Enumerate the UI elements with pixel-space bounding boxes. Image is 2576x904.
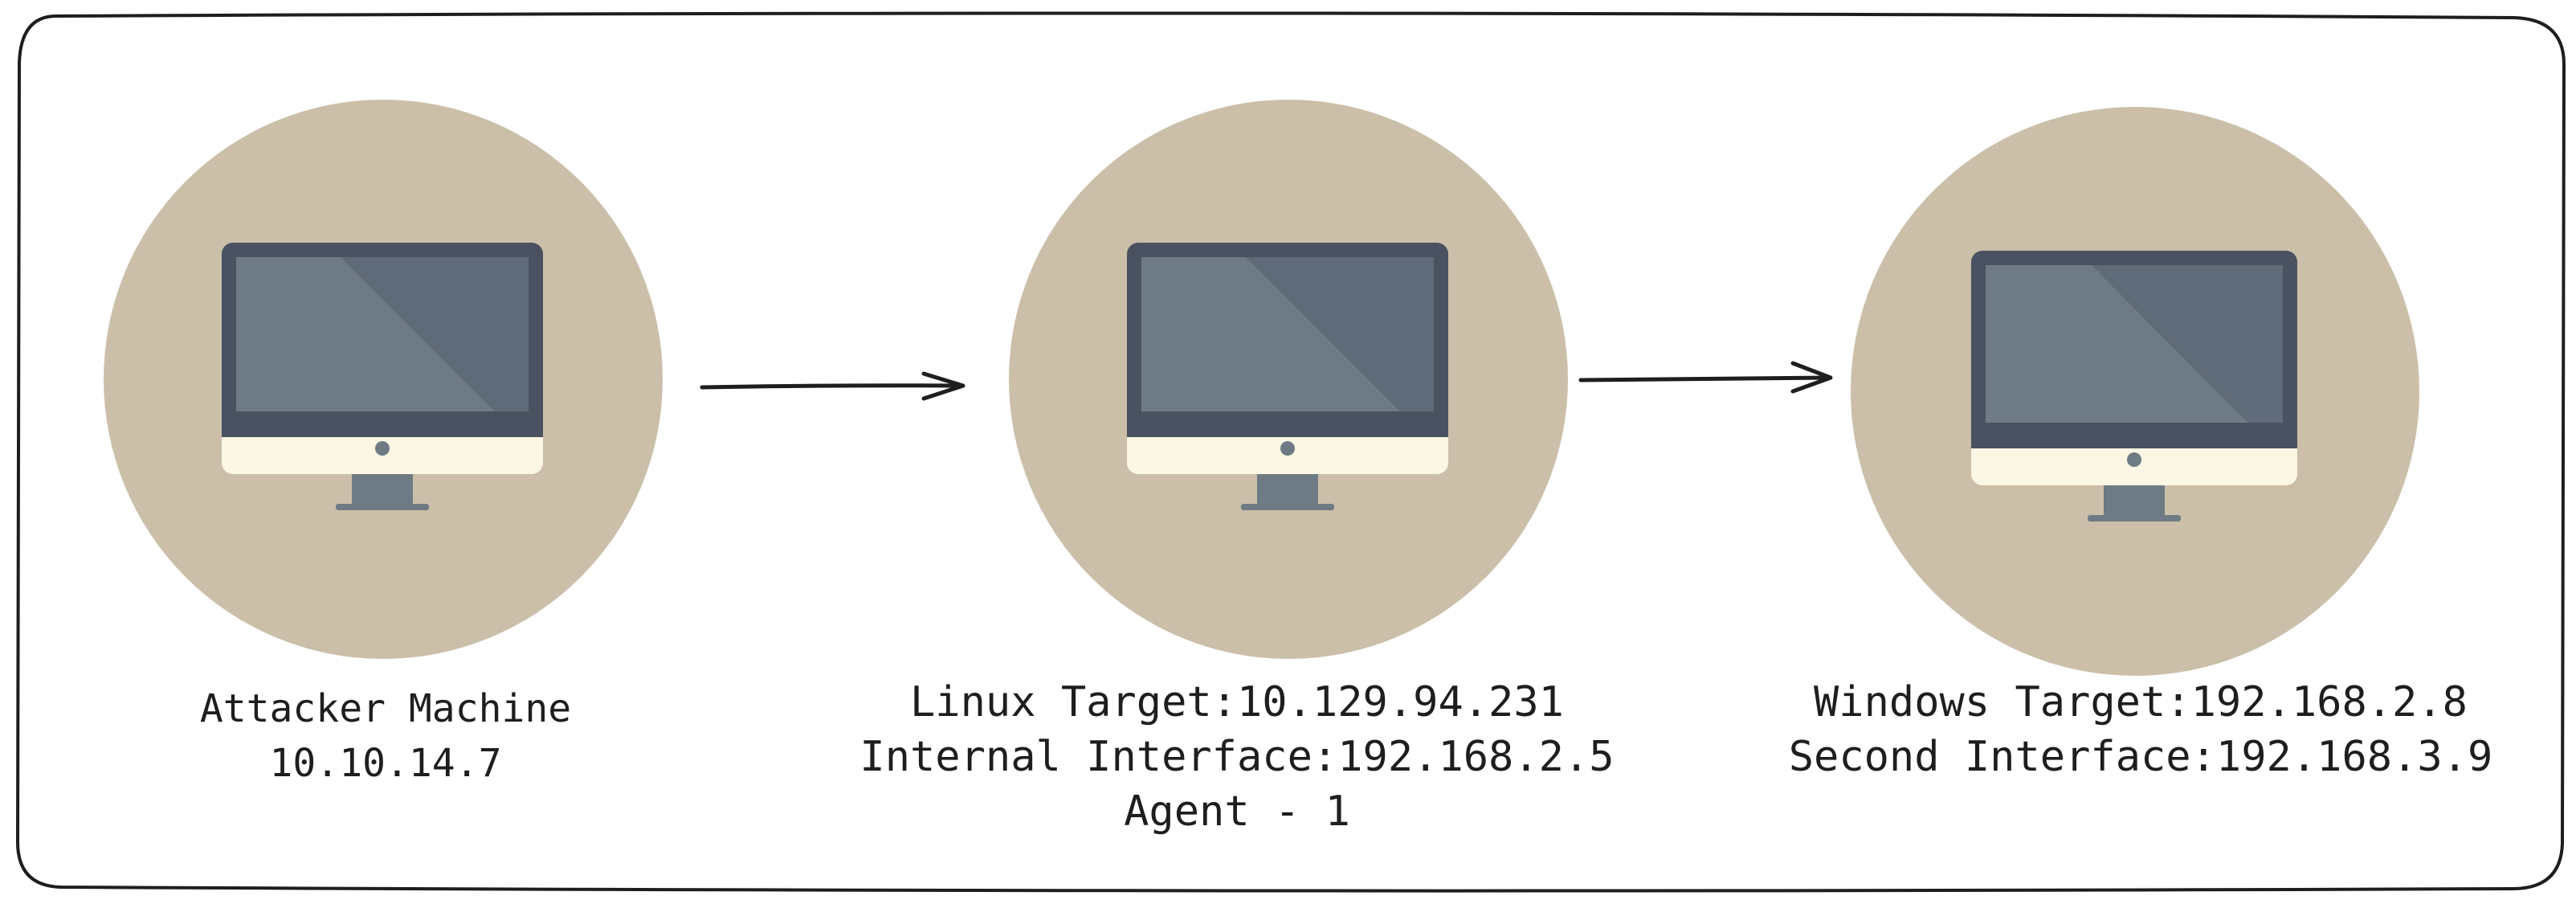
node-label-linux: Linux Target:10.129.94.231 Internal Inte…	[803, 675, 1671, 839]
node-windows	[1851, 107, 2419, 676]
label-line: Linux Target:10.129.94.231	[910, 678, 1564, 726]
desktop-monitor-icon	[1971, 251, 2297, 522]
arrowhead-icon	[1790, 361, 1833, 394]
node-linux	[1009, 100, 1568, 659]
label-line: Agent - 1	[1124, 787, 1350, 836]
arrow-line	[700, 383, 965, 390]
label-line: Second Interface:192.168.3.9	[1788, 733, 2493, 781]
label-line: Windows Target:192.168.2.8	[1814, 678, 2468, 726]
label-line: Attacker Machine	[199, 686, 572, 731]
outer-frame	[16, 11, 2566, 893]
label-line: Internal Interface:192.168.2.5	[859, 733, 1615, 781]
arrow-line	[1578, 375, 1832, 382]
label-line: 10.10.14.7	[269, 741, 502, 786]
node-label-windows: Windows Target:192.168.2.8 Second Interf…	[1735, 675, 2546, 784]
desktop-monitor-icon	[1127, 243, 1448, 510]
node-attacker	[104, 100, 663, 659]
edge-linux-to-windows	[1578, 361, 1833, 394]
desktop-monitor-icon	[222, 243, 543, 510]
arrowhead-icon	[921, 371, 965, 401]
edge-attacker-to-linux	[700, 371, 965, 401]
node-label-attacker: Attacker Machine 10.10.14.7	[145, 681, 627, 791]
